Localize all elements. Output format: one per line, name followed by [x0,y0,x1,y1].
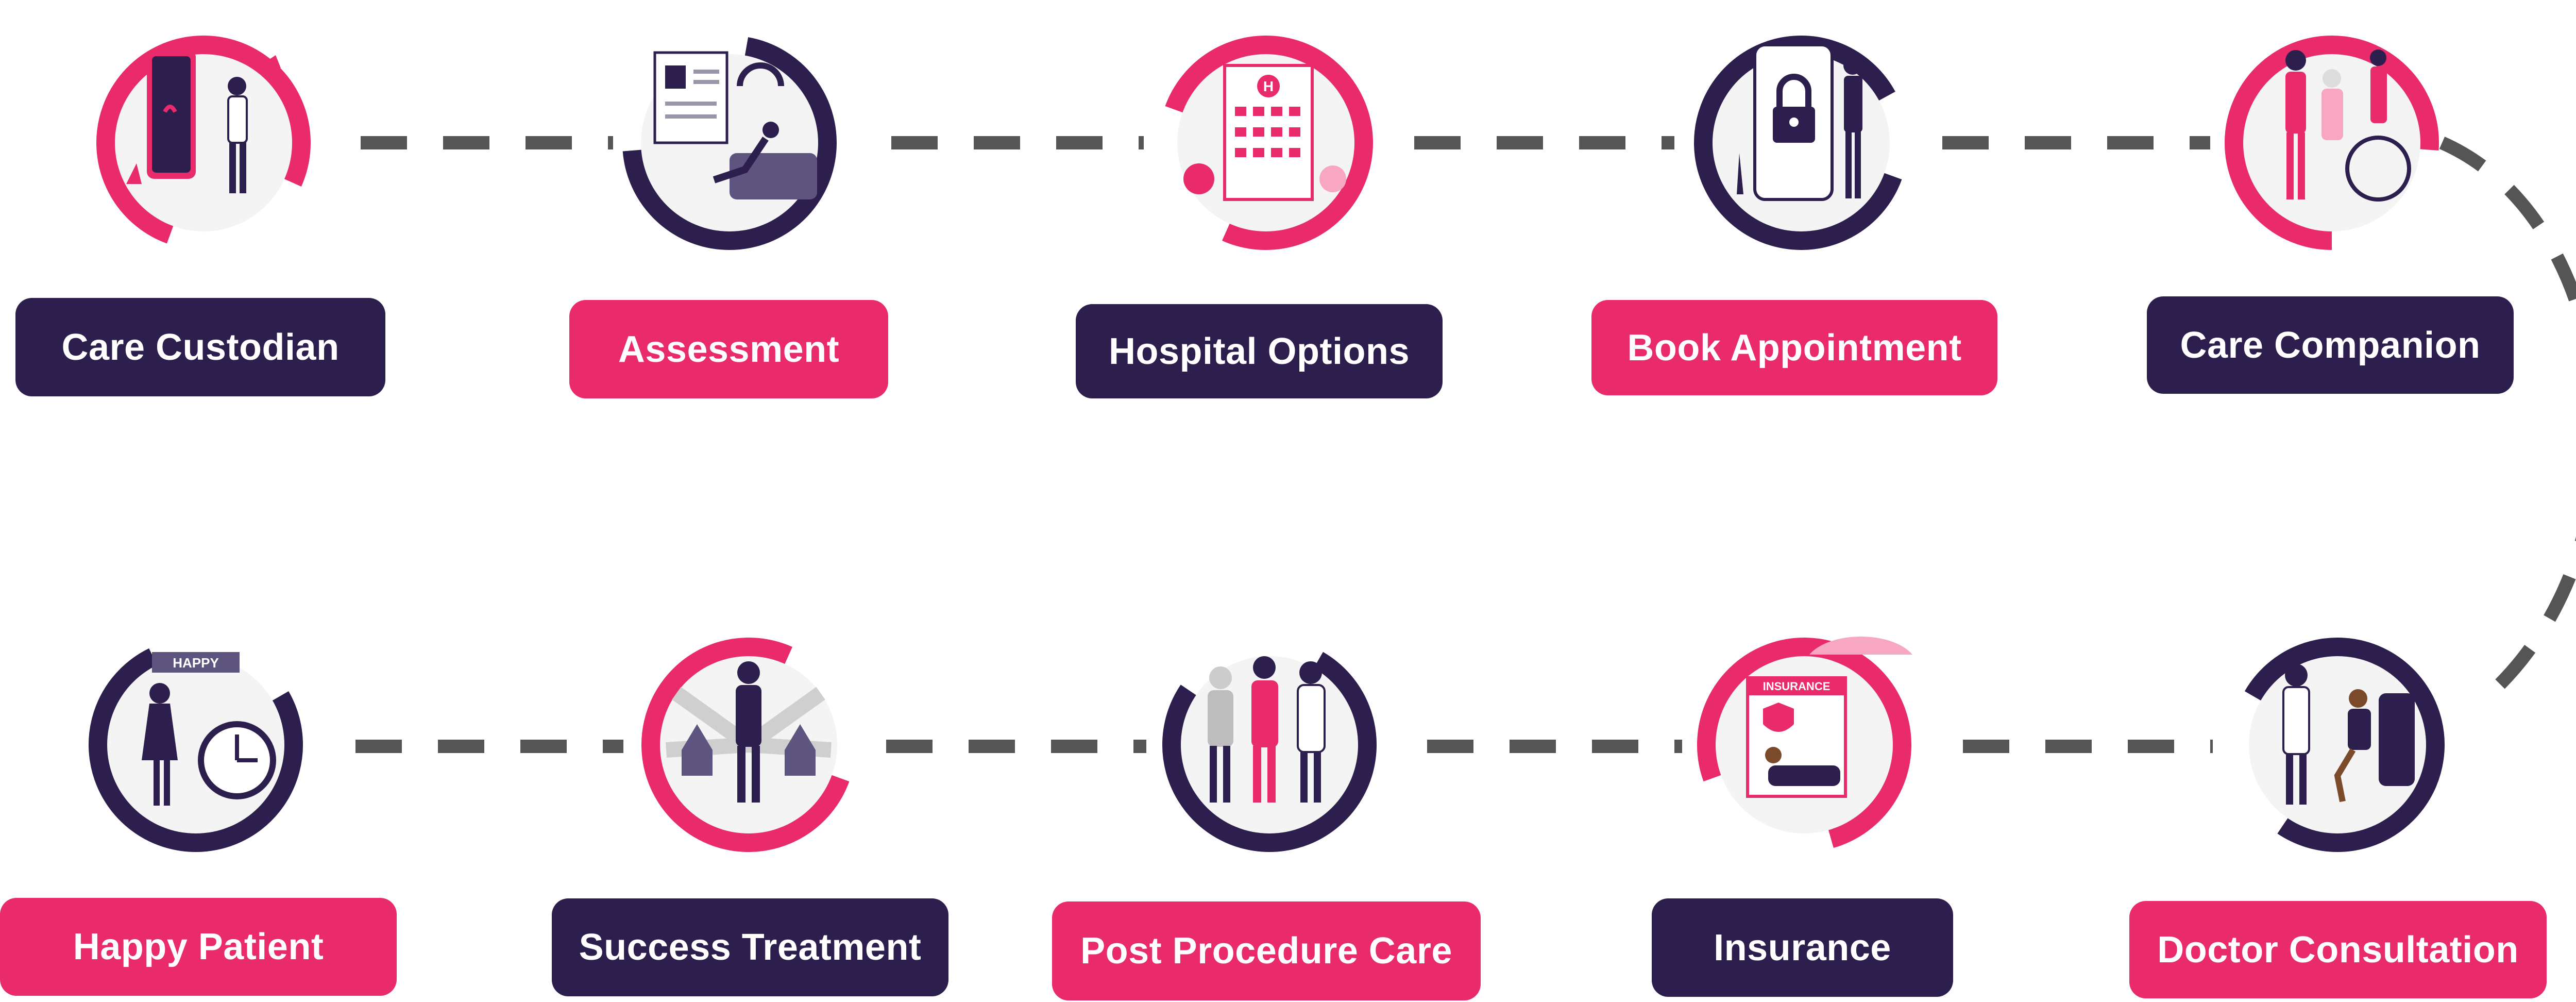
wheelchair-care-illustration [2225,36,2439,250]
step-label: Insurance [1652,898,1953,997]
step-label-text: Post Procedure Care [1080,930,1452,972]
step-label: Book Appointment [1591,300,1997,395]
step-label-text: Insurance [1714,927,1891,968]
step-label-text: Book Appointment [1627,327,1962,369]
svg-text:H: H [1263,78,1274,94]
hospital-building-illustration: H [1159,36,1373,250]
step-label-text: Care Custodian [61,326,340,368]
phone-call-illustration [96,36,311,250]
happy-patient-illustration: HAPPY [89,638,303,852]
step-label: Post Procedure Care [1052,901,1481,1000]
insurance-illustration: INSURANCE [1697,636,1912,852]
nurses-patient-illustration [1162,638,1377,852]
happy-banner-text: HAPPY [173,655,219,671]
locked-phone-illustration [1694,36,1908,250]
step-label: Care Companion [2147,296,2514,394]
step-label-text: Hospital Options [1109,330,1410,372]
step-label: Assessment [569,300,888,398]
doctor-consultation-illustration [2230,638,2445,852]
step-label: Doctor Consultation [2129,901,2547,998]
step-label: Success Treatment [552,898,948,996]
insurance-document-title: INSURANCE [1763,680,1831,693]
step-label-text: Success Treatment [579,927,922,968]
step-label-text: Happy Patient [73,926,324,967]
step-label: Care Custodian [15,298,385,396]
step-label-text: Doctor Consultation [2157,929,2519,971]
assessment-illustration [622,36,837,250]
step-label-text: Care Companion [2180,324,2481,366]
step-label: Happy Patient [0,898,397,996]
step-label: Hospital Options [1076,304,1443,398]
connector-5-6 [2439,137,2576,707]
step-label-text: Assessment [618,328,840,370]
success-treatment-illustration [641,638,856,852]
